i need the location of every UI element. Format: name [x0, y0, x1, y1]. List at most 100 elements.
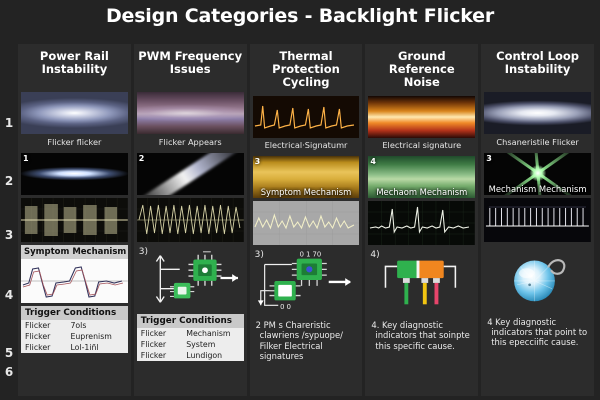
diagonal-streak-thumbnail: 2 — [136, 152, 244, 195]
category-grid: Power Rail Instability Flicker flicker 1 — [18, 44, 594, 396]
row-number-4: 4 — [4, 288, 14, 302]
oscilloscope-comb[interactable] — [484, 197, 591, 242]
connector-blocks-icon — [385, 260, 457, 305]
electrical-signature-thumbnail — [368, 95, 476, 138]
cell-key: Flicker — [140, 339, 167, 349]
flicker-thumbnail — [21, 92, 128, 134]
oscilloscope-zigzag[interactable] — [136, 197, 244, 242]
cell-badge: 1 — [23, 153, 29, 163]
category-column-ground[interactable]: Ground Reference Noise Electrical signat… — [365, 44, 479, 396]
trigger-conditions-table[interactable]: Trigger Conditions Flicker Mechanism Fli… — [136, 313, 244, 361]
summary-note: 4 Key diagnostic indicators that point t… — [487, 316, 588, 348]
cell-value: Lundigon — [186, 350, 223, 360]
flicker-thumbnail — [484, 92, 591, 134]
green-block — [397, 260, 419, 279]
category-column-control-loop[interactable]: Control Loop Instability Chsaneristile F… — [481, 44, 594, 396]
row1-cell[interactable]: Flicker Appears — [136, 92, 244, 150]
cell-key: Flicker — [25, 320, 51, 330]
chip-top — [291, 258, 327, 286]
chip-bottom — [269, 281, 301, 301]
category-column-thermal[interactable]: Thermal Protection Cycling Electrical·Si… — [249, 44, 363, 396]
spacer — [21, 356, 128, 394]
row-number-6: 6 — [4, 365, 14, 379]
circuit-diagram-a[interactable]: 3) — [136, 244, 244, 311]
summary-note: 2 PM s Chareristic clawriens /sypuope/ F… — [255, 320, 343, 361]
oscilloscope-ripple[interactable] — [252, 201, 360, 246]
circuit-icon: 0 1 70 — [257, 251, 351, 311]
cell-badge: 3 — [486, 153, 492, 163]
row1-cell[interactable]: Chsaneristile Flicker — [484, 92, 591, 150]
circuit-diagram-b[interactable]: 3) 0 1 70 — [252, 248, 360, 315]
mechanism-waveform-icon — [21, 265, 128, 298]
cell-badge: 2 — [138, 153, 145, 163]
cell-key: Flicker — [140, 328, 167, 338]
light-streak-thumbnail: 1 — [21, 152, 128, 195]
row2-caption: Mechanism Mechanism — [488, 183, 587, 194]
row1-cell[interactable]: Flicker flicker — [21, 92, 128, 150]
row2-cell[interactable]: 2 — [136, 152, 244, 195]
row-number-3: 3 — [4, 228, 14, 242]
step-label: 3) — [254, 250, 264, 261]
row1-caption: Flicker Appears — [158, 136, 222, 147]
step-label: 4) — [370, 250, 380, 261]
row-number-2: 2 — [4, 174, 14, 188]
summary-note: 4. Key diagnostic indicators that soinpt… — [371, 320, 470, 351]
mechanism-thumbnail: 4 Mechaom Mechanism — [368, 156, 476, 199]
row1-cell[interactable]: Electrical·Signatumr — [252, 95, 360, 154]
row1-caption: Electrical·Signatumr — [264, 140, 348, 151]
symptom-mechanism-card[interactable]: Symptom Mechanism — [21, 244, 128, 303]
row2-cell[interactable]: 4 Mechaom Mechanism — [368, 156, 476, 199]
oscilloscope-spiky[interactable] — [368, 201, 476, 246]
scope-waveform-icon — [136, 197, 244, 242]
cell-badge: 4 — [370, 157, 376, 167]
horizontal-flare-icon — [21, 165, 128, 182]
table-header: Trigger Conditions — [136, 313, 244, 328]
card-waveform — [21, 258, 128, 303]
trigger-conditions-table[interactable]: Trigger Conditions Flicker 7ols Flicker … — [21, 305, 128, 353]
flicker-thumbnail — [136, 92, 244, 134]
chip-top-label: 0 1 70 — [299, 251, 321, 259]
orange-block — [418, 260, 445, 279]
row1-caption: Chsaneristile Flicker — [496, 136, 579, 147]
wire-loop — [547, 258, 566, 275]
electrical-signature-thumbnail — [252, 95, 360, 138]
cell-value: Mechanism — [186, 328, 231, 338]
table-row: Flicker Mechanism — [137, 328, 244, 339]
row1-caption: Flicker flicker — [47, 136, 102, 147]
spacer — [137, 364, 244, 394]
cell-value: System — [186, 339, 216, 349]
globe-diagram[interactable] — [484, 244, 591, 311]
starburst-icon — [490, 152, 586, 195]
diagonal-flare-icon — [136, 152, 244, 195]
spacer — [368, 354, 475, 393]
column-header: Power Rail Instability — [39, 49, 109, 76]
scope-waveform-icon — [368, 201, 476, 246]
circuit-icon — [155, 250, 238, 303]
starburst-thumbnail: 3 Mechanism Mechanism — [484, 152, 591, 195]
table-row: Flicker Lundigon — [137, 350, 244, 361]
table-row: Flicker Lol-1iñl — [21, 342, 128, 353]
category-column-pwm[interactable]: PWM Frequency Issues Flicker Appears 2 — [133, 44, 247, 396]
scope-waveform-icon — [484, 197, 591, 242]
scope-waveform-icon — [21, 197, 128, 242]
cell-value: Lol-1iñl — [70, 342, 99, 352]
row2-cell[interactable]: 3 Symptom Mechanism — [252, 156, 360, 199]
row2-caption: Mechaom Mechanism — [376, 187, 468, 198]
oscilloscope-burst[interactable] — [21, 197, 128, 242]
step-label: 3) — [138, 246, 149, 257]
table-row: Flicker System — [137, 339, 244, 350]
cell-key: Flicker — [140, 350, 167, 360]
row1-cell[interactable]: Electrical signature — [368, 95, 476, 154]
component-blocks-diagram[interactable]: 4) — [368, 248, 476, 315]
row2-cell[interactable]: 1 — [21, 152, 128, 195]
cell-value: Euprenism — [70, 331, 112, 341]
category-column-power-rail[interactable]: Power Rail Instability Flicker flicker 1 — [18, 44, 131, 396]
row2-cell[interactable]: 3 Mechanism Mechanism — [484, 152, 591, 195]
cell-badge: 3 — [254, 157, 261, 167]
column-header: Thermal Protection Cycling — [272, 49, 340, 89]
cell-key: Flicker — [25, 342, 51, 352]
table-row: Flicker Euprenism — [21, 331, 128, 342]
row-number-1: 1 — [4, 116, 14, 130]
row1-caption: Electrical signature — [382, 140, 462, 151]
